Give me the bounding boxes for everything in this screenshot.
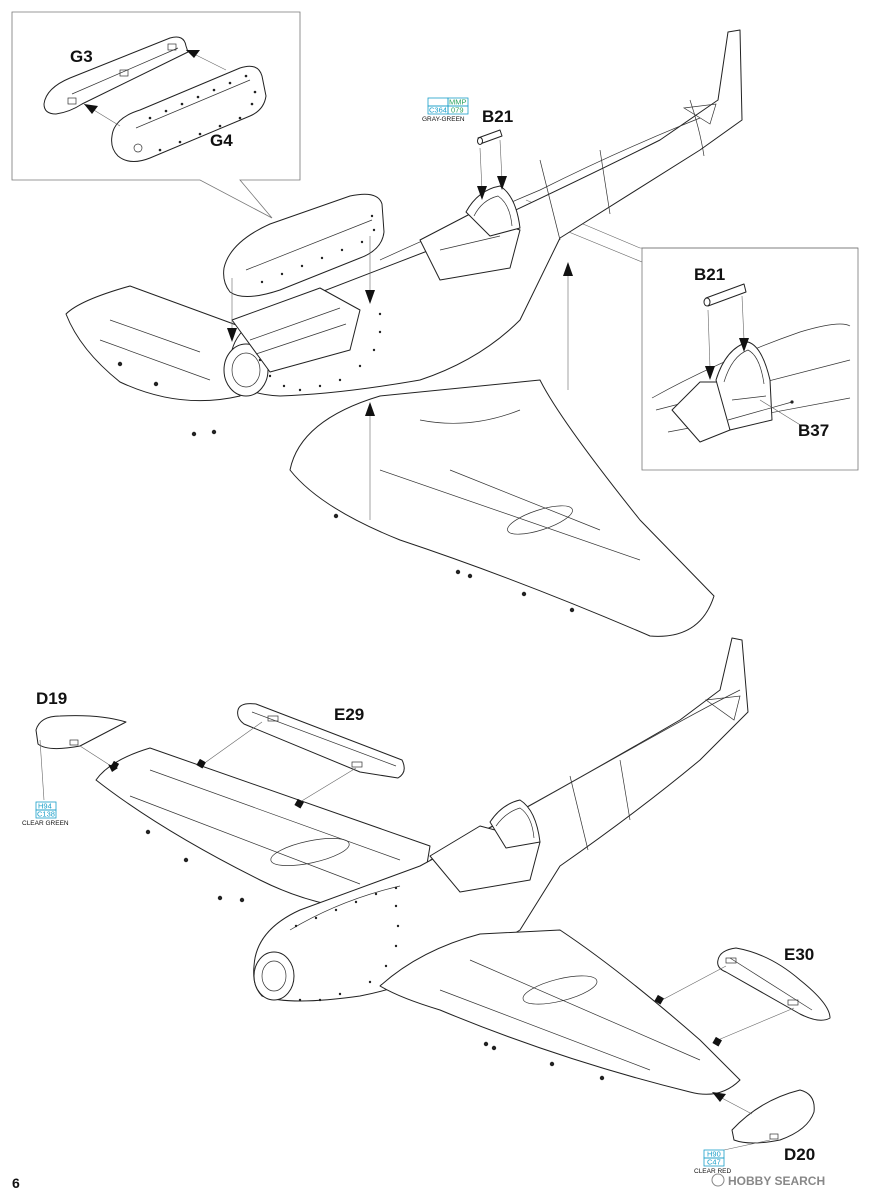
paint-callout-clear-green: H94 C138 CLEAR GREEN (22, 802, 69, 828)
watermark-text: HOBBY SEARCH (728, 1174, 825, 1188)
label-d19: D19 (36, 689, 67, 708)
aircraft-top-view: B21 MMP C364 079 GRAY-GREEN (65, 29, 743, 637)
label-g4: G4 (210, 131, 233, 150)
page-number: 6 (12, 1175, 20, 1191)
paint-name-clear-green: CLEAR GREEN (22, 820, 69, 827)
watermark: HOBBY SEARCH (711, 1173, 825, 1188)
cowling-assembly-top (223, 193, 385, 297)
label-b21-main: B21 (482, 107, 513, 126)
label-g3: G3 (70, 47, 93, 66)
part-g4-shape (111, 65, 267, 162)
part-d20-shape (731, 1089, 815, 1144)
aircraft-bottom-view: D19 H94 C138 CLEAR GREEN E29 E30 (22, 637, 831, 1176)
canopy-detail-inset: B21 B37 (519, 199, 859, 471)
label-d20: D20 (784, 1145, 815, 1164)
part-d19-shape (35, 715, 127, 750)
paint-code-b-clear-red: C47 (707, 1158, 721, 1167)
right-wing-bottom (379, 929, 741, 1095)
paint-code-a-clear-red: H90 (707, 1150, 721, 1159)
paint-callout-gray-green: MMP C364 079 GRAY-GREEN (422, 98, 469, 123)
label-e29: E29 (334, 705, 364, 724)
paint-code-b-clear-green: C138 (37, 810, 55, 819)
cowling-inset: G3 G4 (11, 11, 301, 219)
paint-code-a-clear-green: H94 (38, 802, 52, 811)
paint-code-b: 079 (451, 106, 464, 115)
label-b21-detail: B21 (694, 265, 725, 284)
part-e30-shape (717, 947, 831, 1021)
label-b37: B37 (798, 421, 829, 440)
paint-callout-clear-red: H90 C47 CLEAR RED (694, 1150, 732, 1176)
paint-brand: MMP (449, 98, 467, 107)
part-e29-shape (237, 703, 405, 779)
right-wing-top (289, 379, 715, 637)
paint-name: GRAY-GREEN (422, 116, 465, 123)
left-wing-top (65, 285, 251, 402)
part-g3-shape (43, 36, 189, 115)
paint-name-clear-red: CLEAR RED (694, 1168, 732, 1175)
spinner-mount-bottom (253, 951, 295, 1001)
label-e30: E30 (784, 945, 814, 964)
paint-code-a: C364 (429, 106, 447, 115)
